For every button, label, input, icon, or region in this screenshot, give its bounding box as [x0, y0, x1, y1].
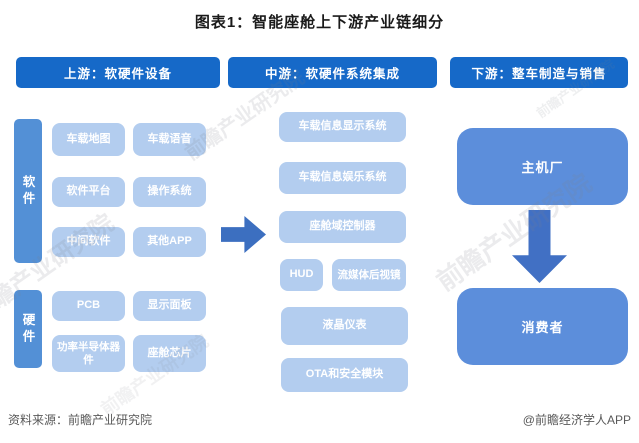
node-streaming-rearview-mirror: 流媒体后视镜 — [332, 259, 406, 291]
node-car-map: 车载地图 — [52, 123, 125, 156]
node-info-display-system: 车载信息显示系统 — [279, 112, 406, 142]
down-arrow-icon — [512, 210, 567, 283]
stage-header-upstream: 上游：软硬件设备 — [16, 57, 220, 88]
stage-header-midstream: 中游：软硬件系统集成 — [228, 57, 437, 88]
right-arrow-icon — [221, 216, 266, 253]
node-display-panel: 显示面板 — [133, 291, 206, 321]
node-power-semiconductor: 功率半导体器件 — [52, 335, 125, 372]
stage-header-downstream: 下游：整车制造与销售 — [450, 57, 628, 88]
node-operating-system: 操作系统 — [133, 177, 206, 207]
node-infotainment-system: 车载信息娱乐系统 — [279, 162, 406, 194]
node-oem: 主机厂 — [457, 128, 628, 205]
node-cockpit-chip: 座舱芯片 — [133, 335, 206, 372]
node-hud: HUD — [280, 259, 323, 291]
node-other-apps: 其他APP — [133, 227, 206, 257]
node-cockpit-domain-controller: 座舱域控制器 — [279, 211, 406, 243]
node-consumer: 消费者 — [457, 288, 628, 365]
node-software-platform: 软件平台 — [52, 177, 125, 207]
node-car-voice: 车载语音 — [133, 123, 206, 156]
group-bar-hardware: 硬件 — [14, 290, 42, 368]
node-pcb: PCB — [52, 291, 125, 321]
credit-note: @前瞻经济学人APP — [522, 413, 631, 427]
group-bar-software: 软件 — [14, 119, 42, 263]
source-note: 资料来源：前瞻产业研究院 — [8, 413, 153, 427]
node-middleware: 中间软件 — [52, 227, 125, 257]
node-lcd-instrument: 液晶仪表 — [281, 307, 408, 345]
node-ota-security-module: OTA和安全模块 — [281, 358, 408, 392]
page-title: 图表1：智能座舱上下游产业链细分 — [194, 14, 445, 31]
